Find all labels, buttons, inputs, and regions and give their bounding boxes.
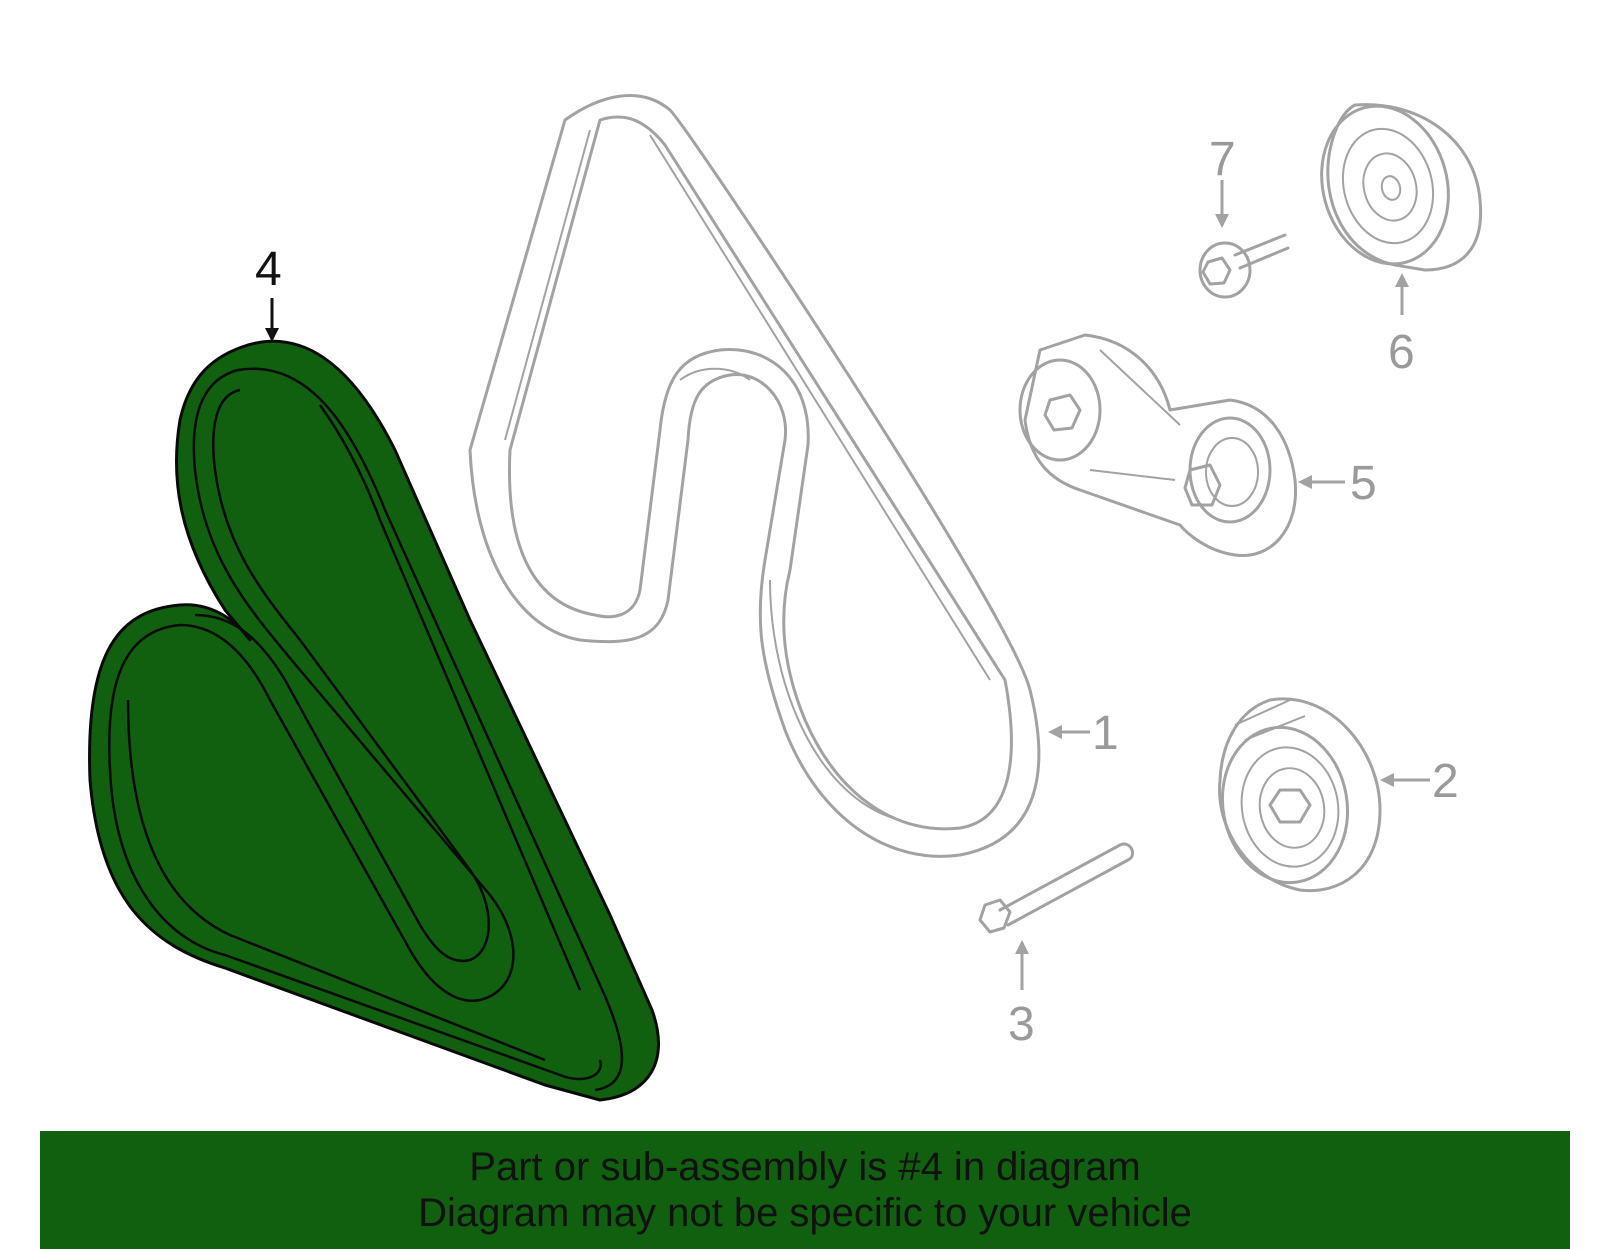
part-5-belt-tensioner[interactable]: 5 bbox=[1018, 333, 1377, 558]
callout-1: 1 bbox=[1048, 707, 1119, 760]
part-4-drive-belt[interactable] bbox=[88, 339, 660, 1102]
callout-6-label: 6 bbox=[1388, 326, 1415, 379]
part-6-tensioner-pulley[interactable]: 6 bbox=[1304, 92, 1483, 379]
callout-6-arrowhead bbox=[1395, 273, 1409, 287]
callout-7-arrowhead bbox=[1215, 214, 1229, 228]
callout-4: 4 bbox=[255, 243, 282, 342]
callout-1-label: 1 bbox=[1092, 707, 1119, 760]
part-7-tensioner-bolt[interactable]: 7 bbox=[1198, 133, 1290, 299]
part-3-pulley-bolt[interactable]: 3 bbox=[978, 842, 1134, 1051]
callout-4-label: 4 bbox=[255, 243, 282, 296]
banner-line-1: Part or sub-assembly is #4 in diagram bbox=[469, 1145, 1141, 1189]
callout-7-label: 7 bbox=[1209, 133, 1236, 186]
callout-5-label: 5 bbox=[1350, 457, 1377, 510]
callout-2-label: 2 bbox=[1432, 755, 1459, 808]
part-1-serpentine-belt[interactable] bbox=[468, 94, 1041, 858]
callout-3-arrowhead bbox=[1015, 940, 1029, 954]
callout-4-arrowhead bbox=[265, 328, 279, 342]
callout-5-arrowhead bbox=[1298, 475, 1312, 489]
callout-2-arrowhead bbox=[1380, 773, 1394, 787]
part-2-idler-pulley[interactable]: 2 bbox=[1210, 697, 1459, 893]
banner-line-2: Diagram may not be specific to your vehi… bbox=[418, 1191, 1192, 1235]
callout-1-arrowhead bbox=[1048, 725, 1062, 739]
callout-3-label: 3 bbox=[1008, 998, 1035, 1051]
info-banner: Part or sub-assembly is #4 in diagram Di… bbox=[40, 1131, 1570, 1249]
